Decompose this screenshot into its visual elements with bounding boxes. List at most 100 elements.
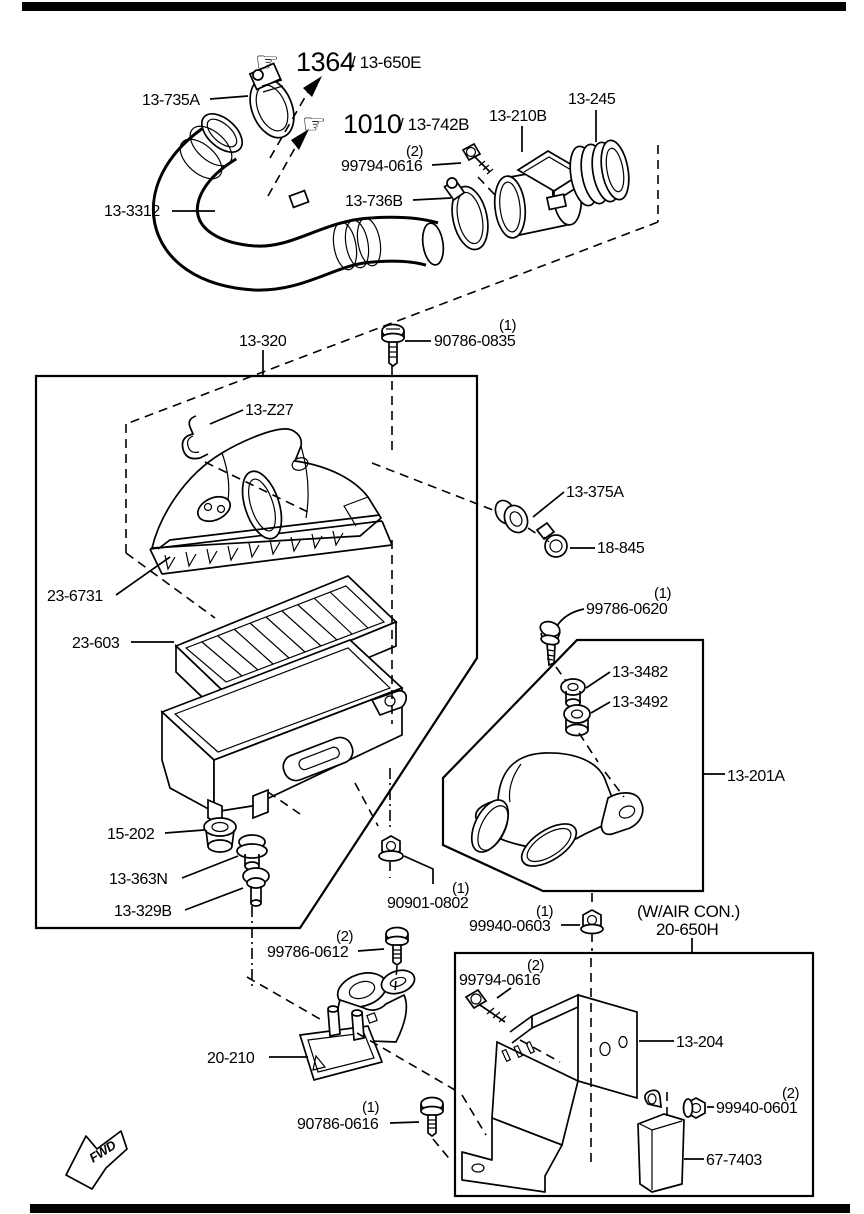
- label-13-Z27: 13-Z27: [245, 402, 294, 419]
- screw-90786-0835-drawing: [381, 323, 405, 368]
- plane-dash-lower: [125, 552, 216, 619]
- label-13-210B: 13-210B: [489, 108, 547, 125]
- grommet-13-3492-drawing: [563, 704, 591, 737]
- label-qty-99940-0603: (1): [536, 903, 554, 920]
- hose-clamp-13-735A-drawing: [248, 62, 295, 139]
- nut-99940-0603-drawing: [580, 909, 604, 935]
- label-20-650H: 20-650H: [656, 920, 718, 939]
- axis-99786-0620: [555, 666, 567, 682]
- label-99940-0601: 99940-0601: [716, 1100, 798, 1117]
- label-13-201A: 13-201A: [727, 768, 785, 785]
- label-99786-0612: 99786-0612: [267, 944, 349, 961]
- maf-sensor-13-210B-drawing: [493, 150, 586, 239]
- clip-13-Z27-drawing: [181, 415, 209, 460]
- nut-99940-0601-drawing: [682, 1097, 706, 1119]
- bolt-90786-0616-drawing: [420, 1096, 444, 1138]
- air-duct-13-201A-drawing: [470, 752, 644, 867]
- fwd-arrow: FWD: [65, 1130, 128, 1190]
- bolt-99794-0616-box-drawing: [464, 988, 507, 1023]
- axis-99786-0612: [394, 965, 398, 993]
- air-cleaner-assembly-box: [34, 374, 479, 930]
- mount-bolt-13-329B-drawing: [242, 867, 270, 907]
- pointing-hand-icon-1364: ☞: [255, 47, 279, 77]
- relay-67-7403-drawing: [637, 1089, 685, 1193]
- leader-lines: [115, 95, 725, 1160]
- label-13-3482: 13-3482: [612, 664, 668, 681]
- seal-23-6731-drawing: [157, 514, 381, 550]
- axis-90786-0616: [432, 1138, 453, 1163]
- label-13-3492: 13-3492: [612, 694, 668, 711]
- label-18-845: 18-845: [597, 540, 645, 557]
- bolt-99786-0620-drawing: [539, 620, 561, 667]
- label-ref-13-742B: / 13-742B: [399, 115, 469, 134]
- sensor-bolt-18-845-drawing: [535, 521, 568, 558]
- label-qty-99794-0616-top: (2): [406, 143, 424, 160]
- label-13-363N: 13-363N: [109, 871, 168, 888]
- bolt-99794-0616-top-drawing: [461, 142, 497, 197]
- label-ref-1364: 1364: [296, 47, 355, 77]
- label-99794-0616-box: 99794-0616: [459, 972, 541, 989]
- boundary-dash-lines: [125, 145, 659, 619]
- arrow-head-upper: [303, 76, 322, 97]
- explode-diag-bracket: [246, 976, 326, 1023]
- label-qty-99794-0616-box: (2): [527, 957, 545, 974]
- air-duct-box: [441, 638, 705, 893]
- axis-13-Z27: [204, 461, 309, 513]
- label-13-735A: 13-735A: [142, 92, 200, 109]
- axis-18-845: [527, 527, 541, 537]
- label-23-603: 23-603: [72, 635, 120, 652]
- label-13-375A: 13-375A: [566, 484, 624, 501]
- lower-case-drawing: [160, 639, 408, 826]
- label-qty-99786-0612: (2): [336, 928, 354, 945]
- label-ref-1010: 1010: [343, 109, 401, 139]
- label-13-329B: 13-329B: [114, 903, 172, 920]
- grommet-13-375A-drawing: [494, 499, 529, 534]
- label-99786-0620: 99786-0620: [586, 601, 668, 618]
- labels: ☞ 1364 / 13-650E ☞ 1010 / 13-742B 13-735…: [47, 47, 800, 1169]
- case-foot-dash-b: [354, 782, 379, 827]
- label-qty-90901-0802: (1): [452, 880, 470, 897]
- label-qty-90786-0616: (1): [362, 1099, 380, 1116]
- label-67-7403: 67-7403: [706, 1152, 762, 1169]
- label-13-320: 13-320: [239, 333, 287, 350]
- axis-13-3492-duct: [578, 732, 625, 798]
- label-13-3312: 13-3312: [104, 203, 160, 220]
- bracket-20-210-drawing: [298, 969, 416, 1082]
- label-20-210: 20-210: [207, 1050, 255, 1067]
- label-qty-90786-0835: (1): [499, 317, 517, 334]
- bolt-99786-0612-drawing: [385, 926, 409, 967]
- label-99794-0616-top: 99794-0616: [341, 158, 423, 175]
- clamp-direction-arrows: [267, 76, 322, 197]
- label-13-736B: 13-736B: [345, 193, 403, 210]
- spacer-13-363N-drawing: [236, 834, 268, 871]
- label-90901-0802: 90901-0802: [387, 895, 469, 912]
- axis-13-375A: [371, 462, 499, 513]
- label-90786-0835: 90786-0835: [434, 333, 516, 350]
- nut-90901-0802-drawing: [378, 835, 404, 862]
- aircon-bracket-box: [453, 951, 815, 1198]
- arrow-head-lower: [291, 129, 309, 150]
- label-aircon-note: (W/AIR CON.): [637, 902, 740, 921]
- washer-13-3482-drawing: [560, 678, 586, 708]
- label-99940-0603: 99940-0603: [469, 918, 551, 935]
- explode-axis-lines: [204, 366, 668, 1165]
- hose-clamp-13-736B-drawing: [443, 177, 489, 251]
- label-15-202: 15-202: [107, 826, 155, 843]
- pointing-hand-icon-1010: ☞: [302, 109, 326, 139]
- label-90786-0616: 90786-0616: [297, 1116, 379, 1133]
- label-23-6731: 23-6731: [47, 588, 103, 605]
- bracket-13-204-drawing: [461, 993, 638, 1193]
- label-13-245: 13-245: [568, 91, 616, 108]
- intake-hose-13-3312-drawing: [152, 113, 445, 292]
- mount-rubber-15-202-drawing: [203, 817, 237, 853]
- label-qty-99940-0601: (2): [782, 1085, 800, 1102]
- boundary-dash-diagonal: [125, 221, 659, 425]
- air-hose-13-245-drawing: [569, 139, 630, 207]
- label-qty-99786-0620: (1): [654, 585, 672, 602]
- air-cleaner-cover-drawing: [149, 428, 393, 575]
- bottom-rule-bar: [30, 1204, 850, 1213]
- top-rule-bar: [22, 2, 846, 11]
- label-ref-13-650E: / 13-650E: [351, 53, 421, 72]
